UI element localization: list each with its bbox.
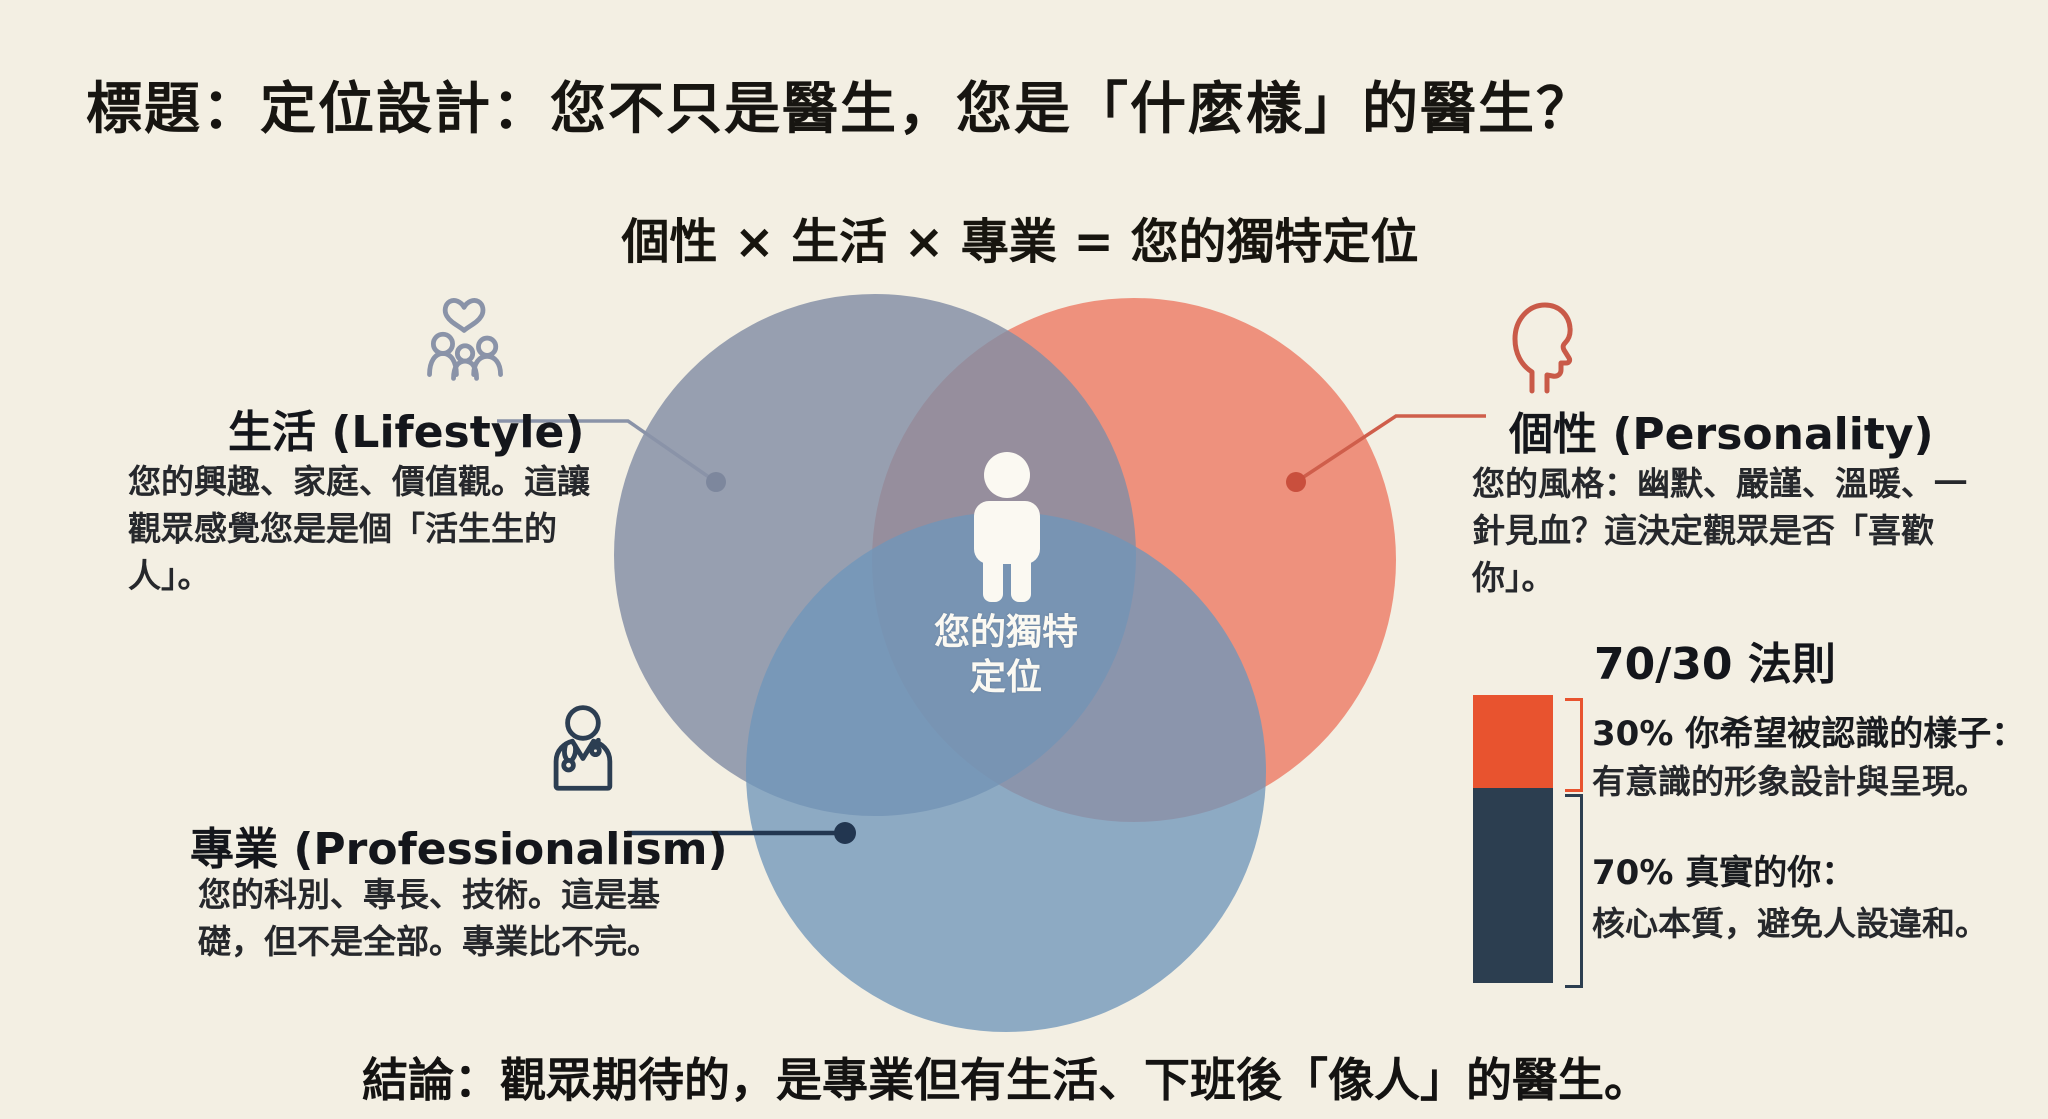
rule-bracket-30	[1565, 698, 1583, 792]
rule-30-title: 30% 你希望被認識的樣子：	[1592, 714, 2026, 754]
lifestyle-label: 生活 (Lifestyle)	[228, 407, 585, 458]
professionalism-circle	[746, 512, 1266, 1032]
venn-center-line1: 您的獨特	[933, 612, 1078, 653]
head-profile-icon	[1512, 302, 1573, 394]
rule-30-description: 有意識的形象設計與呈現。	[1592, 762, 1988, 801]
personality-label: 個性 (Personality)	[1509, 409, 1934, 460]
rule-bar-70-segment	[1473, 788, 1553, 983]
venn-center-label: 您的獨特 定位	[896, 610, 1116, 700]
rule-70-description: 核心本質，避免人設違和。	[1592, 904, 1988, 943]
formula-subtitle: 個性 × 生活 × 專業 = 您的獨特定位	[621, 214, 1419, 270]
conclusion-text: 結論：觀眾期待的，是專業但有生活、下班後「像人」的醫生。	[362, 1053, 1650, 1107]
family-heart-icon	[427, 298, 503, 381]
professionalism-leader-dot	[834, 822, 856, 844]
lifestyle-description: 您的興趣、家庭、價值觀。這讓觀眾感覺您是是個「活生生的人」。	[128, 462, 590, 595]
professionalism-description: 您的科別、專長、技術。這是基礎，但不是全部。專業比不完。	[198, 875, 660, 961]
page-title: 標題：定位設計：您不只是醫生，您是「什麼樣」的醫生？	[86, 77, 1594, 142]
rule-bar-30-segment	[1473, 695, 1553, 788]
personality-leader-dot	[1286, 472, 1306, 492]
professionalism-label: 專業 (Professionalism)	[190, 824, 728, 875]
lifestyle-leader-line	[497, 419, 717, 484]
lifestyle-leader-dot	[706, 472, 726, 492]
rule-bracket-70	[1565, 794, 1583, 988]
person-icon	[974, 452, 1040, 602]
rule-heading: 70/30 法則	[1594, 639, 1836, 690]
personality-description: 您的風格：幽默、嚴謹、溫暖、一針見血？這決定觀眾是否「喜歡你」。	[1472, 464, 1967, 597]
venn-center-line2: 定位	[969, 657, 1042, 698]
rule-70-title: 70% 真實的你：	[1592, 853, 1856, 893]
doctor-icon	[553, 705, 613, 791]
personality-leader-line	[1295, 414, 1486, 484]
